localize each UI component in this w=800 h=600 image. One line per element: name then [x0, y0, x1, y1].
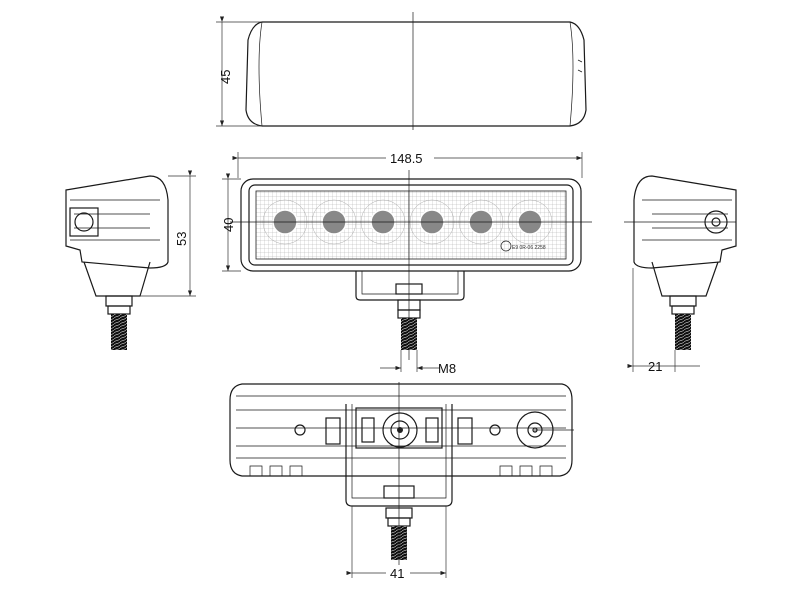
dimension-height-side: 53: [174, 232, 189, 246]
top-view: 45: [216, 12, 587, 130]
lens-marking: E9 0R-06 2258: [512, 245, 546, 251]
dimension-thread: M8: [438, 361, 456, 376]
dimension-height-top: 45: [218, 70, 233, 84]
dimension-length: 148.5: [390, 151, 423, 166]
dimension-bracket-width: 41: [390, 566, 404, 581]
left-side-view: 53: [65, 170, 196, 350]
dimension-depth: 21: [648, 359, 662, 374]
front-view: 148.5 E9 0R-06 2258 40 M8: [221, 150, 592, 376]
dimension-height-front: 40: [221, 218, 236, 232]
right-side-view: 21: [624, 175, 737, 374]
rear-view: 41: [229, 382, 574, 581]
